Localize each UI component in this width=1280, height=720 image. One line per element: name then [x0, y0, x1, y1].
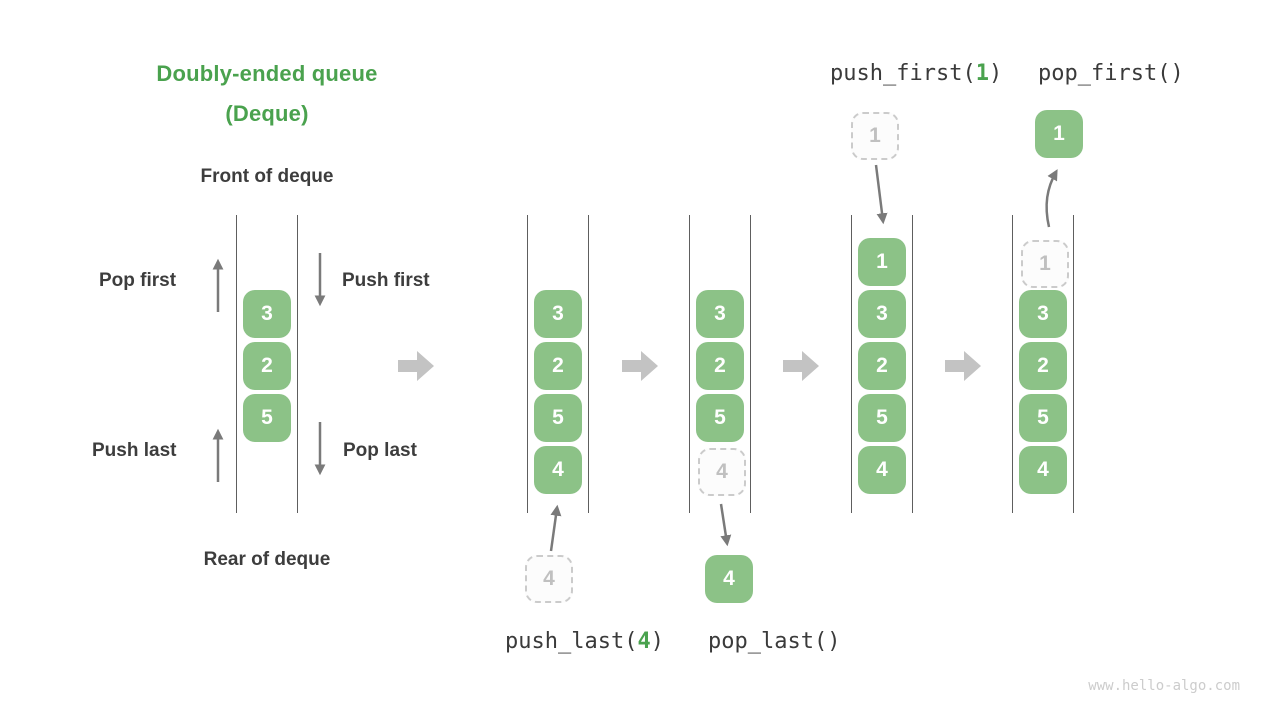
state1-channel	[527, 215, 589, 513]
push-first-code-suffix: )	[988, 61, 1003, 86]
pop-last-code-label: pop_last()	[708, 629, 841, 654]
state4-box: 4	[1019, 446, 1067, 494]
state3-box: 5	[858, 394, 906, 442]
push-last-code-label: push_last(4)	[505, 629, 664, 654]
state1-box: 2	[534, 342, 582, 390]
demo-box: 5	[243, 394, 291, 442]
state2-box: 2	[696, 342, 744, 390]
state3-incoming-ghost-box: 1	[851, 112, 899, 160]
push-first-code-label: push_first(1)	[830, 61, 1002, 86]
step-arrow-3	[783, 351, 819, 381]
state2-channel	[689, 215, 751, 513]
state1-box: 4	[534, 446, 582, 494]
diagram-title-line1: Doubly-ended queue	[156, 61, 378, 86]
rear-of-deque-label: Rear of deque	[203, 549, 331, 570]
push-first-code-prefix: push_first(	[830, 61, 976, 86]
front-of-deque-label: Front of deque	[200, 166, 334, 187]
demo-deque-channel	[236, 215, 298, 513]
state2-popped-box: 4	[705, 555, 753, 603]
push-last-label: Push last	[92, 440, 177, 461]
demo-box: 2	[243, 342, 291, 390]
state2-box: 5	[696, 394, 744, 442]
step-arrow-4	[945, 351, 981, 381]
state3-box: 3	[858, 290, 906, 338]
state4-removed-ghost-box: 1	[1021, 240, 1069, 288]
state3-insert-arrow	[874, 164, 888, 225]
state4-box: 5	[1019, 394, 1067, 442]
pop-first-code-label: pop_first()	[1038, 61, 1184, 86]
diagram-title-line2: (Deque)	[225, 101, 309, 126]
step-arrow-1	[398, 351, 434, 381]
push-first-label: Push first	[342, 270, 430, 291]
pop-last-label: Pop last	[343, 440, 417, 461]
site-watermark: www.hello-algo.com	[1088, 678, 1240, 694]
state3-channel	[851, 215, 913, 513]
push-last-code-suffix: )	[650, 629, 664, 654]
state2-removed-ghost-box: 4	[698, 448, 746, 496]
state3-box: 2	[858, 342, 906, 390]
state4-box: 3	[1019, 290, 1067, 338]
state4-channel	[1012, 215, 1074, 513]
state3-box: 4	[858, 446, 906, 494]
push-last-code-arg: 4	[637, 629, 651, 654]
state1-insert-arrow	[549, 504, 562, 552]
state2-box: 3	[696, 290, 744, 338]
state4-popped-box: 1	[1035, 110, 1083, 158]
state3-box: 1	[858, 238, 906, 286]
state1-box: 3	[534, 290, 582, 338]
state4-box: 2	[1019, 342, 1067, 390]
push-last-code-prefix: push_last(	[505, 629, 638, 654]
pop-first-label: Pop first	[99, 270, 177, 291]
state1-incoming-ghost-box: 4	[525, 555, 573, 603]
demo-box: 3	[243, 290, 291, 338]
state1-box: 5	[534, 394, 582, 442]
step-arrow-2	[622, 351, 658, 381]
push-first-code-arg: 1	[975, 61, 989, 86]
